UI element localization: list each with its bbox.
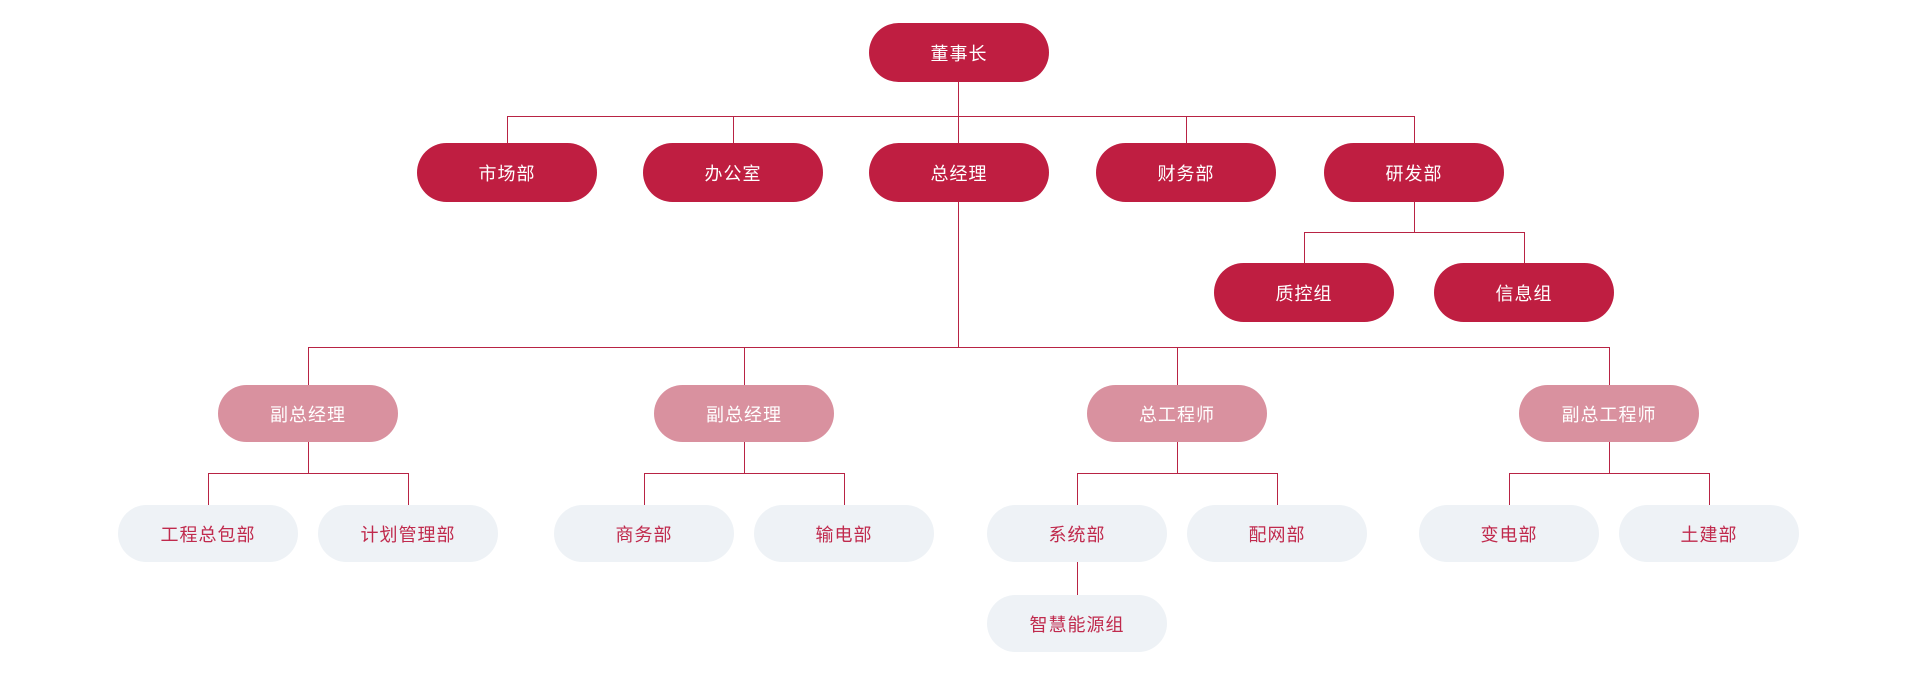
org-node-distribution[interactable]: 配网部 [1187, 505, 1367, 562]
org-node-info-group[interactable]: 信息组 [1434, 263, 1614, 322]
org-node-label: 系统部 [1048, 524, 1106, 546]
connector-line [308, 347, 309, 385]
connector-line [733, 116, 734, 143]
connector-line [1077, 473, 1278, 474]
org-node-label: 研发部 [1385, 163, 1443, 185]
connector-line [1509, 473, 1710, 474]
connector-line [958, 82, 959, 116]
org-node-deputy-gm-2[interactable]: 副总经理 [654, 385, 834, 442]
org-node-marketing[interactable]: 市场部 [417, 143, 597, 202]
org-node-label: 办公室 [704, 163, 762, 185]
connector-line [1186, 116, 1187, 143]
org-node-label: 配网部 [1248, 524, 1306, 546]
connector-line [1414, 202, 1415, 232]
connector-line [408, 473, 409, 505]
org-node-label: 董事长 [930, 43, 988, 65]
org-node-general-manager[interactable]: 总经理 [869, 143, 1049, 202]
org-node-label: 副总经理 [706, 404, 782, 426]
org-node-label: 财务部 [1157, 163, 1215, 185]
connector-line [1077, 473, 1078, 505]
org-node-qc-group[interactable]: 质控组 [1214, 263, 1394, 322]
org-node-smart-energy[interactable]: 智慧能源组 [987, 595, 1167, 652]
org-node-label: 总经理 [930, 163, 988, 185]
org-node-label: 信息组 [1495, 283, 1553, 305]
connector-line [844, 473, 845, 505]
connector-line [744, 347, 745, 385]
org-node-commerce[interactable]: 商务部 [554, 505, 734, 562]
connector-line [308, 347, 1609, 348]
org-node-deputy-chief-engineer[interactable]: 副总工程师 [1519, 385, 1699, 442]
connector-line [507, 116, 1415, 117]
connector-line [1709, 473, 1710, 505]
connector-line [308, 442, 309, 473]
connector-line [644, 473, 845, 474]
connector-line [1609, 442, 1610, 473]
org-node-label: 智慧能源组 [1029, 614, 1125, 636]
org-node-substation[interactable]: 变电部 [1419, 505, 1599, 562]
connector-line [1177, 442, 1178, 473]
org-node-label: 输电部 [815, 524, 873, 546]
org-node-chairman[interactable]: 董事长 [869, 23, 1049, 82]
connector-line [1524, 232, 1525, 263]
connector-line [958, 116, 959, 143]
org-node-label: 质控组 [1275, 283, 1333, 305]
org-node-label: 副总工程师 [1561, 404, 1657, 426]
org-node-label: 副总经理 [270, 404, 346, 426]
connector-line [644, 473, 645, 505]
org-node-label: 市场部 [478, 163, 536, 185]
org-node-finance[interactable]: 财务部 [1096, 143, 1276, 202]
org-node-label: 工程总包部 [160, 524, 256, 546]
connector-line [208, 473, 209, 505]
connector-line [744, 442, 745, 473]
org-node-label: 总工程师 [1139, 404, 1215, 426]
connector-line [1609, 347, 1610, 385]
connector-line [1304, 232, 1525, 233]
org-node-chief-engineer[interactable]: 总工程师 [1087, 385, 1267, 442]
connector-line [1414, 116, 1415, 143]
org-node-transmission[interactable]: 输电部 [754, 505, 934, 562]
org-node-rnd[interactable]: 研发部 [1324, 143, 1504, 202]
org-node-civil[interactable]: 土建部 [1619, 505, 1799, 562]
connector-line [1509, 473, 1510, 505]
org-node-deputy-gm-1[interactable]: 副总经理 [218, 385, 398, 442]
connector-line [958, 202, 959, 347]
org-node-systems[interactable]: 系统部 [987, 505, 1167, 562]
org-node-label: 土建部 [1680, 524, 1738, 546]
org-node-label: 变电部 [1480, 524, 1538, 546]
connector-line [1304, 232, 1305, 263]
connector-line [507, 116, 508, 143]
org-node-label: 计划管理部 [360, 524, 456, 546]
org-node-office[interactable]: 办公室 [643, 143, 823, 202]
connector-line [1077, 562, 1078, 595]
org-node-epc[interactable]: 工程总包部 [118, 505, 298, 562]
connector-line [1277, 473, 1278, 505]
org-node-planning[interactable]: 计划管理部 [318, 505, 498, 562]
connector-line [208, 473, 409, 474]
org-node-label: 商务部 [615, 524, 673, 546]
connector-line [1177, 347, 1178, 385]
